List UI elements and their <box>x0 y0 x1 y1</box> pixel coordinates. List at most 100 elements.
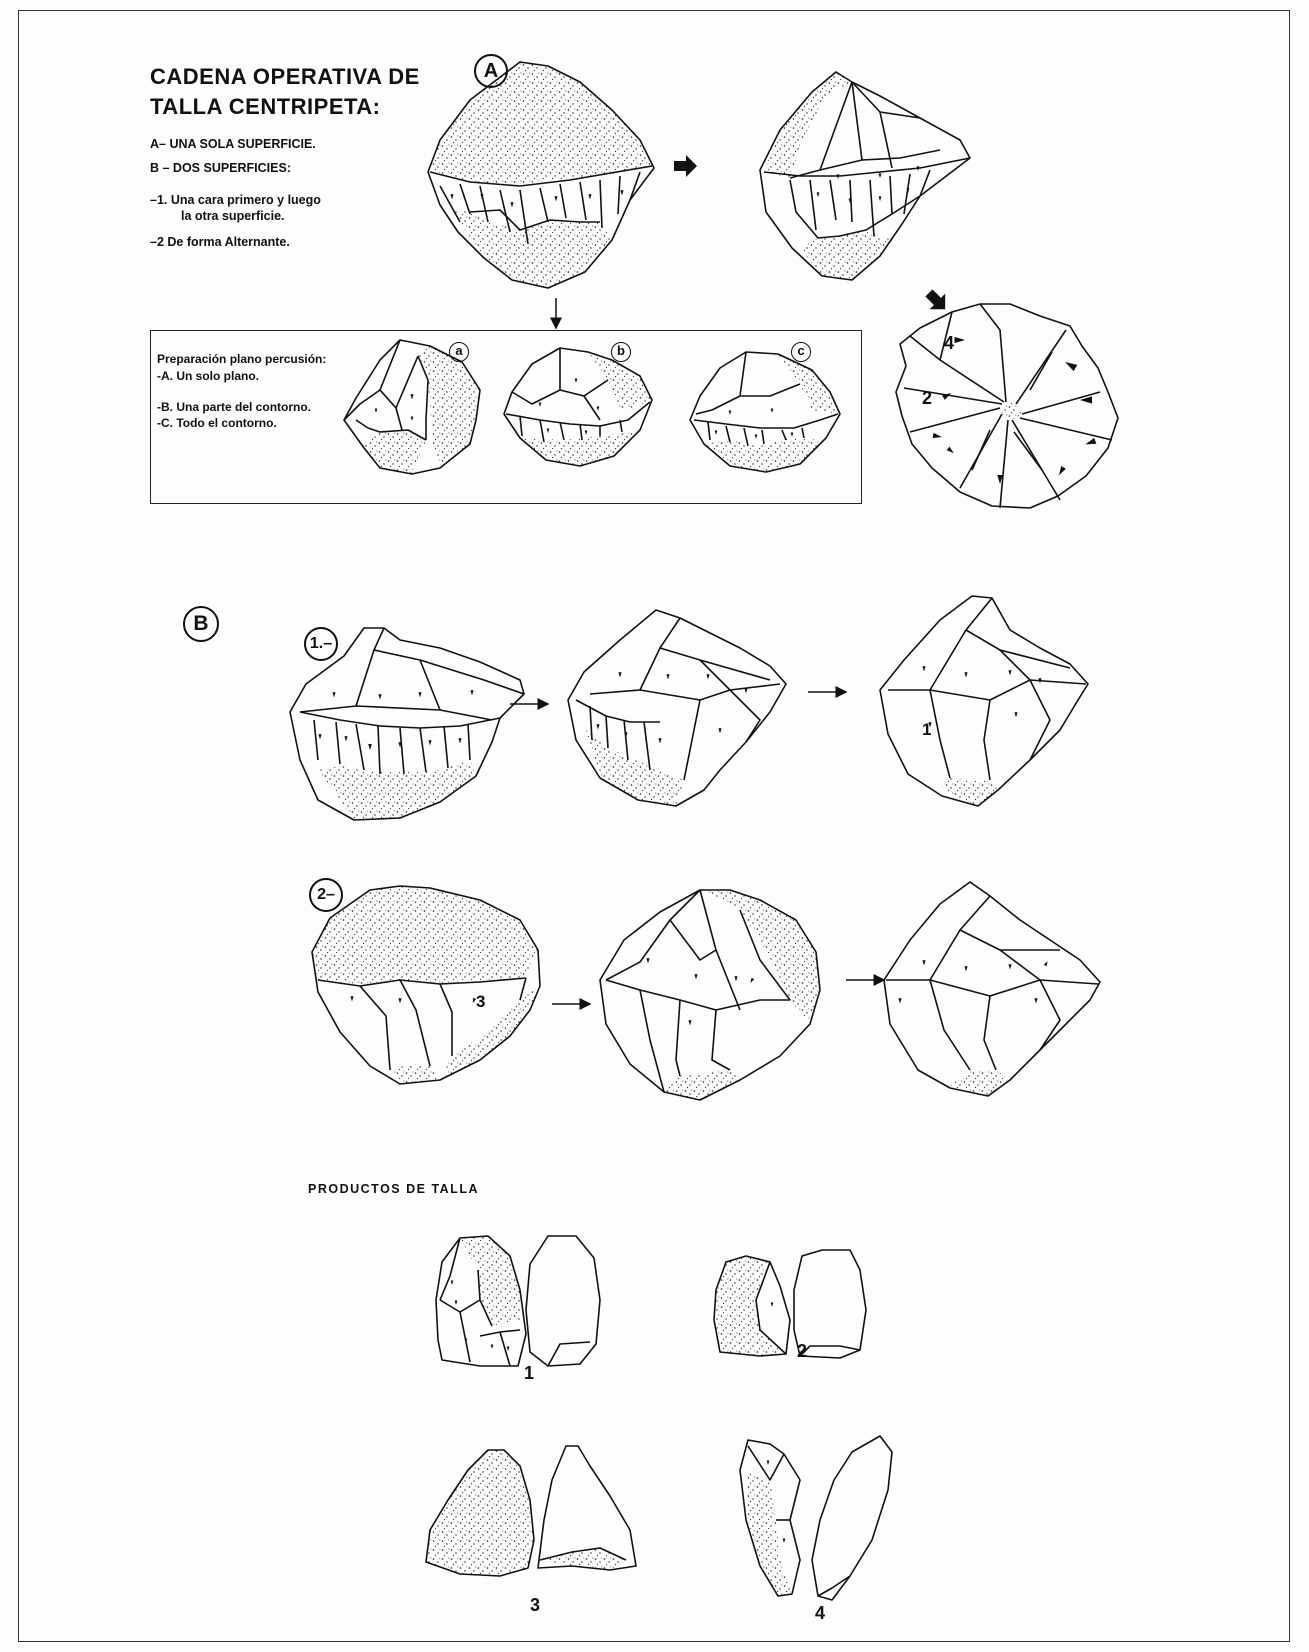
scar-ridge <box>468 724 470 760</box>
scar-arrowhead <box>1008 670 1011 675</box>
scar-arrowhead <box>451 1281 454 1286</box>
scar-arrowhead <box>734 976 737 981</box>
scar-ridge <box>460 1312 470 1362</box>
scar-arrowhead <box>318 734 321 739</box>
scar-ridge <box>910 408 1000 432</box>
scar-ridge <box>600 180 602 228</box>
scar-ridge <box>890 176 892 214</box>
stone-outline <box>526 1236 600 1366</box>
scar-ridge <box>444 726 448 768</box>
scar-ridge <box>360 986 390 1070</box>
scar-arrowhead <box>596 724 599 729</box>
product-1-ventral <box>526 1236 600 1366</box>
scar-arrowhead <box>1008 964 1011 969</box>
scar-arrowhead <box>575 379 578 384</box>
scar-arrowhead <box>1085 438 1096 445</box>
scar-ridge <box>676 1000 680 1076</box>
scar-arrowhead <box>618 672 621 677</box>
scar-arrowhead <box>332 692 335 697</box>
core-a-initial <box>428 62 654 288</box>
scar-arrowhead <box>344 736 347 741</box>
cortex-area <box>800 230 892 280</box>
cortex-area <box>520 432 636 466</box>
stone-outline <box>812 1436 892 1600</box>
scar-ridge <box>540 420 544 442</box>
scar-ridge <box>1016 330 1066 404</box>
scar-arrowhead <box>1059 466 1066 475</box>
core-a-disc <box>896 304 1118 508</box>
scar-ridge <box>830 180 836 220</box>
scar-arrowhead <box>507 1347 510 1352</box>
scar-ridge <box>606 980 790 1010</box>
scar-ridge <box>300 712 500 728</box>
scar-ridge <box>396 408 402 430</box>
scar-arrowhead <box>879 173 882 178</box>
scar-arrowhead <box>1065 362 1077 371</box>
scar-ridge <box>800 1346 860 1356</box>
scar-arrowhead <box>458 738 461 743</box>
scar-ridge <box>576 700 660 722</box>
scar-ridge <box>606 716 608 748</box>
scar-arrowhead <box>646 958 649 963</box>
scar-arrowhead <box>955 337 966 343</box>
core-b2-third <box>884 882 1100 1096</box>
scar-arrowhead <box>554 196 557 201</box>
scar-arrowhead <box>715 431 718 436</box>
scar-ridge <box>930 690 950 778</box>
scar-ridge <box>630 172 640 200</box>
scar-ridge <box>810 180 816 230</box>
scar-arrowhead <box>879 196 882 201</box>
scar-ridge <box>344 390 380 420</box>
scar-arrowhead <box>470 690 473 695</box>
scar-arrowhead <box>1014 712 1017 717</box>
core-b2-first <box>312 886 540 1084</box>
scar-arrowhead <box>729 411 732 416</box>
scar-arrowhead <box>620 190 623 195</box>
cortex-area <box>950 1070 1010 1096</box>
scar-ridge <box>560 184 566 218</box>
core-a-second <box>760 72 970 280</box>
scar-ridge <box>400 728 404 774</box>
scar-ridge <box>802 428 804 438</box>
scar-arrowhead <box>398 998 401 1003</box>
product-3-dorsal <box>426 1450 534 1576</box>
scar-ridge <box>980 304 1006 402</box>
scar-ridge <box>606 890 700 980</box>
scar-arrowhead <box>368 744 372 750</box>
scar-arrowhead <box>750 978 754 983</box>
scar-ridge <box>930 680 1086 700</box>
scar-ridge <box>762 430 764 444</box>
scar-ridge <box>356 724 364 770</box>
scar-ridge <box>560 422 564 440</box>
scar-arrowhead <box>771 1303 774 1308</box>
scar-ridge <box>684 700 700 780</box>
scar-ridge <box>818 1576 850 1596</box>
cortex-area <box>318 760 476 820</box>
scar-arrowhead <box>928 722 931 727</box>
scar-arrowhead <box>1044 961 1048 966</box>
cortex-area <box>714 1256 786 1356</box>
cortex-area <box>942 778 998 806</box>
scar-arrowhead <box>933 433 942 438</box>
stone-outline <box>794 1250 866 1358</box>
arrow-right-icon <box>674 155 697 177</box>
scar-arrowhead <box>411 417 414 422</box>
scar-ridge <box>336 722 340 764</box>
scar-ridge <box>984 996 996 1070</box>
core-b1-third <box>880 596 1088 806</box>
scar-arrowhead <box>378 694 381 699</box>
scar-ridge <box>300 628 384 712</box>
product-4-ventral <box>812 1436 892 1600</box>
scar-ridge <box>708 422 710 440</box>
scar-ridge <box>740 352 800 396</box>
scar-ridge <box>960 930 1040 980</box>
scar-ridge <box>640 990 664 1092</box>
scar-ridge <box>888 598 992 690</box>
scar-arrowhead <box>585 431 588 436</box>
scar-ridge <box>460 184 470 214</box>
scar-arrowhead <box>588 194 591 199</box>
scar-ridge <box>400 980 430 1066</box>
scar-arrowhead <box>491 1345 494 1350</box>
cortex-area <box>460 1236 520 1326</box>
scar-arrowhead <box>922 960 925 965</box>
